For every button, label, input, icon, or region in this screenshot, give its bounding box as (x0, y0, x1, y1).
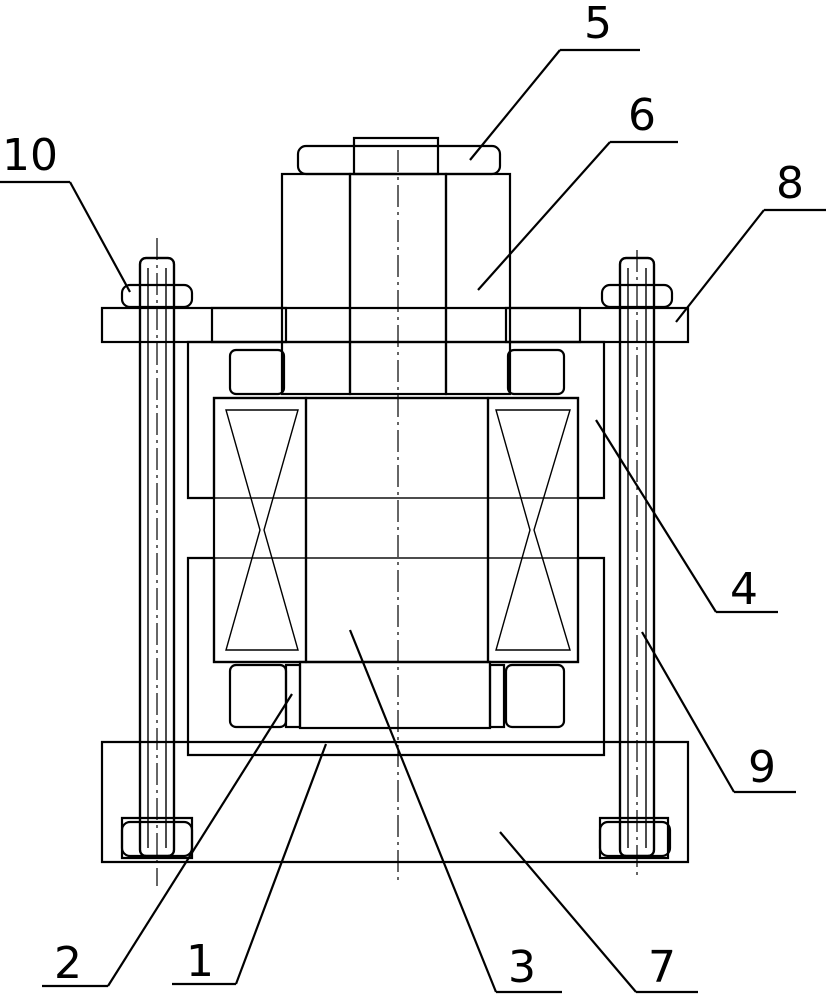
laminated-stack-right (486, 396, 580, 664)
housing (186, 340, 606, 757)
label-part-3: 3 (508, 942, 536, 993)
upper-sleeve (280, 172, 512, 396)
laminated-stack-left (212, 396, 308, 664)
label-part-5: 5 (584, 0, 612, 49)
top-nut (296, 136, 502, 176)
label-part-6: 6 (628, 90, 656, 141)
label-part-7: 7 (648, 942, 676, 993)
label-part-2: 2 (54, 938, 82, 989)
top-cover-plate (100, 306, 690, 344)
central-core (298, 396, 492, 730)
leader-lines (0, 48, 826, 994)
coil-windings (228, 348, 566, 729)
label-part-8: 8 (776, 158, 804, 209)
center-lines (156, 150, 638, 886)
label-part-10: 10 (2, 130, 58, 181)
spacer-ring (284, 663, 506, 729)
part-labels: 10 5 6 8 4 9 2 1 3 7 (2, 0, 804, 993)
label-part-9: 9 (748, 742, 776, 793)
label-part-1: 1 (186, 936, 214, 987)
label-part-4: 4 (730, 564, 758, 615)
